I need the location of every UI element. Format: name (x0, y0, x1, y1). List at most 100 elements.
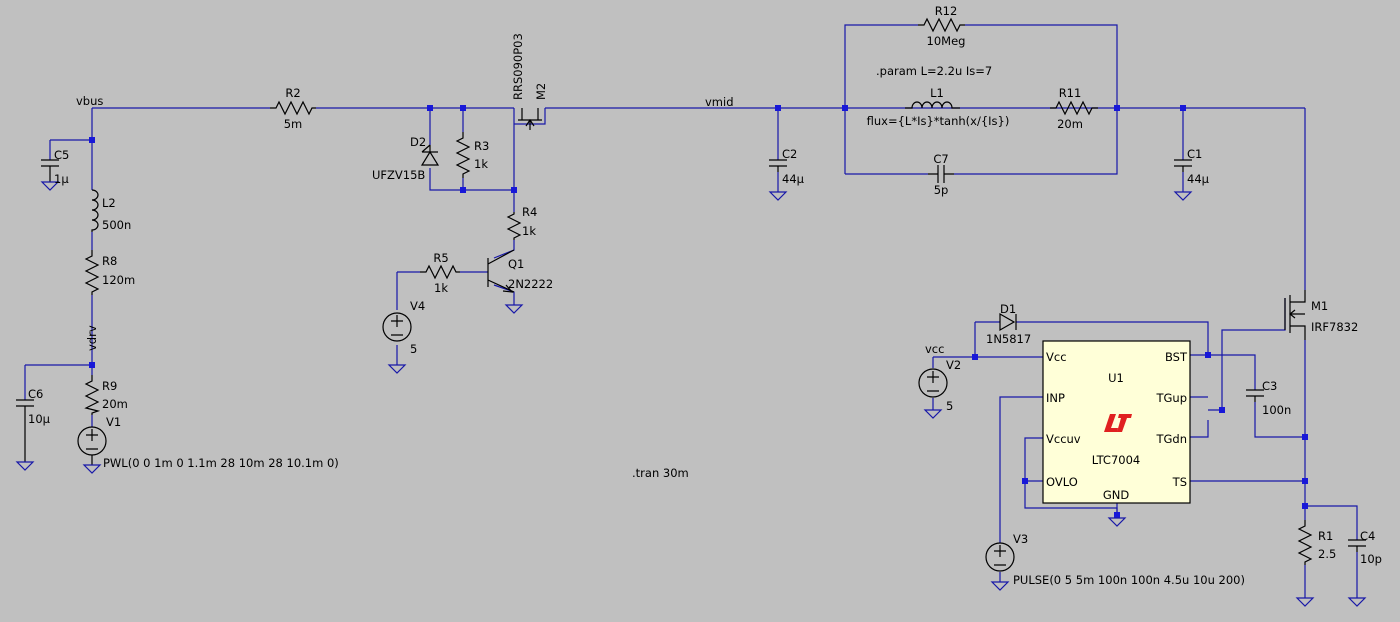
label-m1-ref: M1 (1311, 299, 1328, 313)
mosfet-m1[interactable] (1284, 290, 1306, 340)
capacitor-c5[interactable] (41, 159, 59, 182)
pin-vcc: Vcc (1046, 350, 1067, 364)
pin-ts: TS (1172, 475, 1187, 489)
source-v3[interactable] (985, 542, 1015, 572)
ic-part: LTC7004 (1092, 453, 1140, 467)
resistor-r4[interactable] (506, 212, 522, 240)
label-m2-value: RRS090P03 (511, 33, 525, 100)
bjt-q1[interactable] (487, 249, 515, 293)
inductor-l1[interactable] (905, 101, 960, 109)
label-c5-ref: C5 (54, 148, 69, 162)
resistor-r5[interactable] (420, 264, 460, 280)
resistor-r1[interactable] (1297, 520, 1313, 565)
ic-u1[interactable]: U1 LTC7004 Vcc INP Vccuv OVLO BST TGup T… (1042, 340, 1191, 504)
label-v4-ref: V4 (410, 299, 425, 313)
label-r12-value: 10Meg (927, 34, 966, 48)
resistor-r9[interactable] (84, 375, 101, 415)
label-q1-value: 2N2222 (508, 277, 553, 291)
mosfet-m2[interactable] (518, 108, 542, 130)
diode-d2[interactable] (420, 144, 440, 166)
label-v1-value: PWL(0 0 1m 0 1.1m 28 10m 28 10.1m 0) (103, 456, 339, 470)
resistor-r8[interactable] (84, 250, 100, 295)
label-m2-ref: M2 (534, 83, 548, 100)
label-c7-value: 5p (934, 183, 949, 197)
label-d1-ref: D1 (1000, 302, 1016, 316)
diode-d1[interactable] (999, 312, 1017, 332)
capacitor-c6[interactable] (16, 399, 34, 462)
label-c4-ref: C4 (1360, 529, 1375, 543)
label-m1-value: IRF7832 (1311, 320, 1358, 334)
label-c5-value: 1µ (54, 172, 69, 186)
source-v4[interactable] (382, 312, 412, 342)
capacitor-c1[interactable] (1174, 159, 1192, 172)
pin-gnd: GND (1103, 488, 1130, 502)
label-v4-value: 5 (410, 342, 417, 356)
inductor-l2[interactable] (91, 189, 99, 232)
capacitor-c4[interactable] (1348, 539, 1366, 552)
resistor-r3[interactable] (455, 132, 471, 178)
directive-tran[interactable]: .tran 30m (632, 466, 689, 480)
label-d1-value: 1N5817 (986, 332, 1031, 346)
source-v2[interactable] (918, 368, 948, 398)
label-r1-ref: R1 (1318, 529, 1333, 543)
ground-symbols (15, 181, 1367, 607)
pin-vccuv: Vccuv (1046, 432, 1081, 446)
net-label-vmid: vmid (705, 95, 734, 109)
label-r11-value: 20m (1057, 117, 1083, 131)
label-c1-value: 44µ (1187, 172, 1210, 186)
pin-tgdn: TGdn (1155, 432, 1187, 446)
label-v1-ref: V1 (106, 415, 121, 429)
pin-tgup: TGup (1155, 391, 1187, 405)
label-v2-value: 5 (946, 399, 953, 413)
label-r5-value: 1k (434, 281, 448, 295)
label-l2-ref: L2 (102, 196, 116, 210)
resistor-r11[interactable] (1050, 100, 1098, 116)
label-r4-ref: R4 (522, 205, 537, 219)
label-r5-ref: R5 (433, 251, 448, 265)
resistor-r2[interactable] (270, 100, 316, 116)
capacitor-c7[interactable] (928, 165, 954, 183)
label-v3-ref: V3 (1013, 532, 1028, 546)
directive-param[interactable]: .param L=2.2u Is=7 (876, 64, 992, 78)
label-r3-value: 1k (474, 157, 488, 171)
lt-logo (1104, 414, 1132, 432)
label-c2-value: 44µ (782, 172, 805, 186)
label-r8-ref: R8 (102, 254, 117, 268)
label-r3-ref: R3 (474, 139, 489, 153)
net-label-vcc: vcc (925, 342, 944, 356)
label-c6-value: 10µ (28, 412, 51, 426)
label-c2-ref: C2 (782, 147, 797, 161)
label-c4-value: 10p (1360, 552, 1382, 566)
label-c3-value: 100n (1262, 403, 1291, 417)
label-q1-ref: Q1 (508, 257, 524, 271)
label-r12-ref: R12 (935, 4, 958, 18)
resistor-r12[interactable] (918, 17, 965, 33)
label-l1-value: flux={L*Is}*tanh(x/{Is}) (867, 114, 1010, 128)
source-v1[interactable] (77, 426, 107, 465)
label-d2-ref: D2 (410, 135, 426, 149)
label-r8-value: 120m (102, 273, 135, 287)
net-label-vdrv: vdrv (85, 325, 99, 351)
junctions (89, 105, 1308, 518)
label-r4-value: 1k (522, 224, 536, 238)
capacitor-c3[interactable] (1246, 389, 1264, 402)
wires (24, 24, 1358, 598)
label-c7-ref: C7 (933, 152, 948, 166)
label-c1-ref: C1 (1187, 147, 1202, 161)
pin-inp: INP (1046, 391, 1065, 405)
label-l1-ref: L1 (930, 86, 944, 100)
capacitor-c2[interactable] (769, 159, 787, 172)
label-c3-ref: C3 (1262, 379, 1277, 393)
ic-ref: U1 (1108, 371, 1124, 385)
label-r9-value: 20m (102, 397, 128, 411)
pin-ovlo: OVLO (1046, 475, 1078, 489)
label-l2-value: 500n (102, 218, 131, 232)
label-c6-ref: C6 (28, 387, 43, 401)
label-r2-ref: R2 (285, 86, 300, 100)
pin-bst: BST (1165, 350, 1188, 364)
label-r2-value: 5m (284, 117, 303, 131)
label-r11-ref: R11 (1059, 86, 1082, 100)
label-r9-ref: R9 (102, 379, 117, 393)
label-v3-value: PULSE(0 5 5m 100n 100n 4.5u 10u 200) (1013, 573, 1245, 587)
